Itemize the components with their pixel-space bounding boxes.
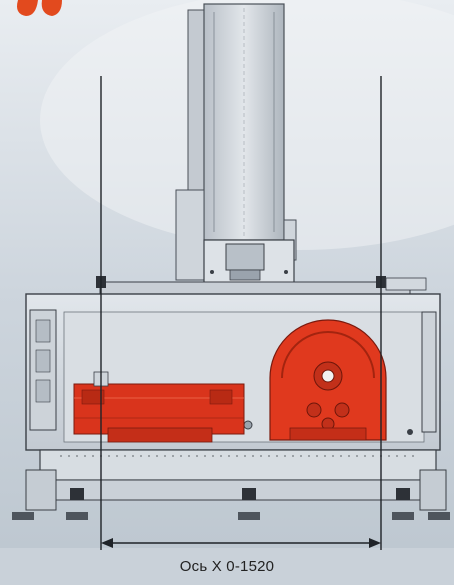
leveling-feet (12, 488, 450, 520)
logo-fragment (17, 0, 62, 16)
bed-rail (25, 449, 447, 511)
axis-caption: Ось X 0-1520 (179, 558, 275, 575)
dimension-arrow (101, 538, 381, 548)
red-table (73, 371, 245, 443)
rotary-table (269, 319, 387, 441)
caption-band (0, 548, 454, 585)
spindle-column (175, 3, 297, 281)
